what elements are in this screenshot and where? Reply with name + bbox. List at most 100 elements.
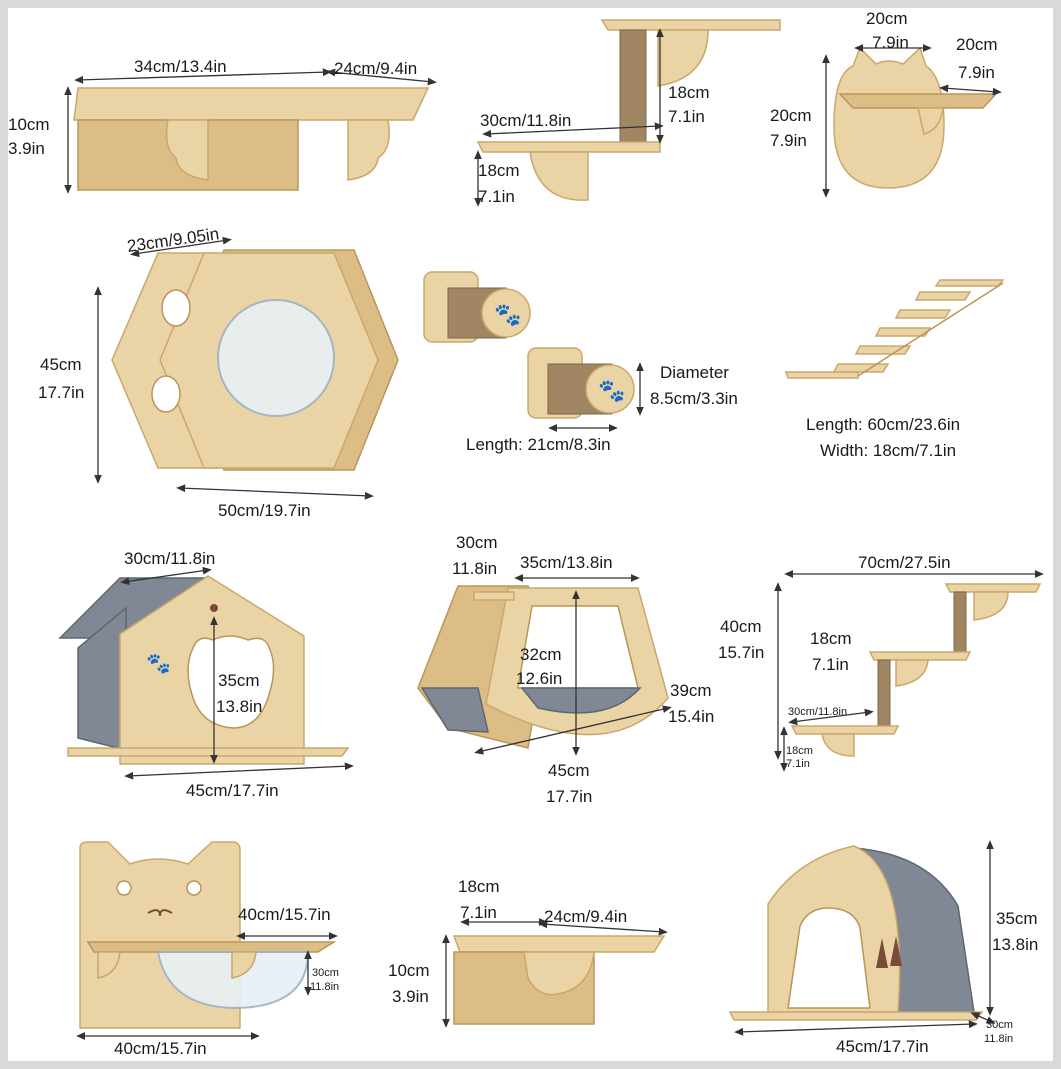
stair-bottom-board [790,725,900,735]
scratch-posts: 🐾 🐾 Diameter 8.5cm/3.3in Length: 21cm/8.… [423,271,738,454]
cat-house-width: 45cm/17.7in [186,781,279,800]
cat-house-base-step [67,747,350,757]
cat-head-step-right-cm: 20cm [956,35,998,54]
cat-head-step-board [838,93,998,109]
shelf-small-top [452,935,666,953]
cat-head-step-top-cm: 20cm [866,9,908,28]
rocking-house-depth-cm: 30cm [456,533,498,552]
shelf-small-depth-in: 7.1in [460,903,497,922]
hexagon-bed-hole-1 [161,289,191,327]
hexagon-bed-height-cm: 45cm [40,355,82,374]
post-step-post-cm: 18cm [668,83,710,102]
scratch-posts-diameter-label: Diameter [660,363,729,382]
shelf-large-depth: 24cm/9.4in [334,59,417,78]
cat-head-step-bracket [917,107,944,135]
stair-set-length: 70cm/27.5in [858,553,951,572]
scratch-posts-diameter: 8.5cm/3.3in [650,389,738,408]
hexagon-bed-width: 50cm/19.7in [218,501,311,520]
stair-set: 70cm/27.5in 40cm 15.7in 18cm 7.1in 30cm/… [718,553,1044,772]
cat-house-hole-in: 13.8in [216,697,262,716]
shelf-large: 34cm/13.4in 24cm/9.4in 10cm 3.9in [8,57,437,194]
hexagon-bed-side: 23cm/9.05in [126,224,220,256]
rocking-house-top-plank [473,591,515,601]
paw-icon: 🐾 [146,651,171,675]
shelf-large-length: 34cm/13.4in [134,57,227,76]
product-dimension-sheet: 34cm/13.4in 24cm/9.4in 10cm 3.9in 30cm/1… [8,8,1053,1061]
cat-head-step-top-in: 7.9in [872,33,909,52]
stair-set-step-cm: 18cm [810,629,852,648]
ladder-bridge-width: Width: 18cm/7.1in [820,441,956,460]
a-frame-house-depth-cm: 30cm [986,1019,1013,1031]
hexagon-bed-height-in: 17.7in [38,383,84,402]
stair-middle-bracket [895,659,929,687]
rocking-house-felt-left [420,687,489,733]
shelf-small-bracket [523,951,595,996]
stair-bottom-bracket [821,733,855,757]
a-frame-house-depth-in: 11.8in [984,1033,1013,1045]
cat-house-depth: 30cm/11.8in [124,549,215,568]
shelf-large-bracket-right [347,119,390,181]
post-step-sisal-post [619,29,647,143]
stair-middle-post [877,659,891,727]
stair-set-height-cm: 40cm [720,617,762,636]
stair-top-bracket [973,591,1009,621]
rocking-house-top: 35cm/13.8in [520,553,613,572]
scratch-post-1-cap [481,288,531,338]
post-step: 30cm/11.8in 18cm 7.1in 18cm 7.1in [474,19,781,207]
cat-house-hole-cm: 35cm [218,671,260,690]
a-frame-house-door [787,907,871,1009]
shelf-small-height-in: 3.9in [392,987,429,1006]
hexagon-bed-acrylic-bowl [217,299,335,417]
space-capsule: 40cm/15.7in 30cm 11.8in 40cm/15.7in [76,841,339,1058]
stair-middle-board [868,651,972,661]
space-capsule-depth-in: 11.8in [310,981,339,993]
post-step-step-cm: 18cm [478,161,520,180]
rocking-house-depth-in: 11.8in [452,559,497,578]
rocking-house-bottom-in: 17.7in [546,787,592,806]
cat-house-peg-hole [210,604,218,612]
rocking-house-bottom-cm: 45cm [548,761,590,780]
space-capsule-bracket-right [231,951,257,979]
cat-head-step: 20cm 7.9in 20cm 7.9in 20cm 7.9in [770,9,1002,198]
rocking-house: 30cm 11.8in 35cm/13.8in 32cm 12.6in 39cm… [417,533,714,806]
post-step-top-bracket [657,29,709,87]
space-capsule-eye-left [116,880,132,896]
scratch-posts-length: Length: 21cm/8.3in [466,435,611,454]
post-step-bottom-board [476,141,661,153]
hexagon-bed: 23cm/9.05in 45cm 17.7in 50cm/19.7in [38,224,399,520]
stair-set-low-cm: 18cm [786,745,813,757]
illustration-canvas: 34cm/13.4in 24cm/9.4in 10cm 3.9in 30cm/1… [8,9,1044,1058]
cat-house: 🐾 30cm/11.8in 35cm 13.8in 45cm/17.7in [58,549,354,800]
space-capsule-bracket-left [97,951,121,979]
post-step-post-in: 7.1in [668,107,705,126]
cat-head-step-left-in: 7.9in [770,131,807,150]
stair-set-step-in: 7.1in [812,655,849,674]
rocking-house-height-cm: 32cm [520,645,562,664]
a-frame-house-base-step [728,1011,984,1021]
stair-set-height-in: 15.7in [718,643,764,662]
a-frame-house-height-in: 13.8in [992,935,1038,954]
shelf-large-height-in: 3.9in [8,139,45,158]
hexagon-bed-hole-2 [151,375,181,413]
paw-icon: 🐾 [494,303,521,328]
ladder-rung [934,279,1005,287]
stair-top-post [953,591,967,653]
a-frame-house-height-cm: 35cm [996,909,1038,928]
a-frame-house: 35cm 13.8in 45cm/17.7in 30cm 11.8in [728,840,1038,1056]
post-step-length: 30cm/11.8in [480,111,571,130]
space-capsule-eye-right [186,880,202,896]
space-capsule-width-top: 40cm/15.7in [238,905,331,924]
stair-set-depth: 30cm/11.8in [788,706,847,718]
ladder-rung [874,327,932,337]
cat-head-step-right-in: 7.9in [958,63,995,82]
a-frame-house-width: 45cm/17.7in [836,1037,929,1056]
space-capsule-mustache [147,909,173,917]
space-capsule-depth-cm: 30cm [312,967,339,979]
shelf-small: 18cm 7.1in 24cm/9.4in 10cm 3.9in [388,877,668,1028]
shelf-large-top [73,87,430,121]
paw-icon: 🐾 [598,379,625,404]
shelf-small-length: 24cm/9.4in [544,907,627,926]
post-step-top-board [600,19,781,31]
shelf-small-depth-cm: 18cm [458,877,500,896]
ladder-rung [894,309,952,319]
